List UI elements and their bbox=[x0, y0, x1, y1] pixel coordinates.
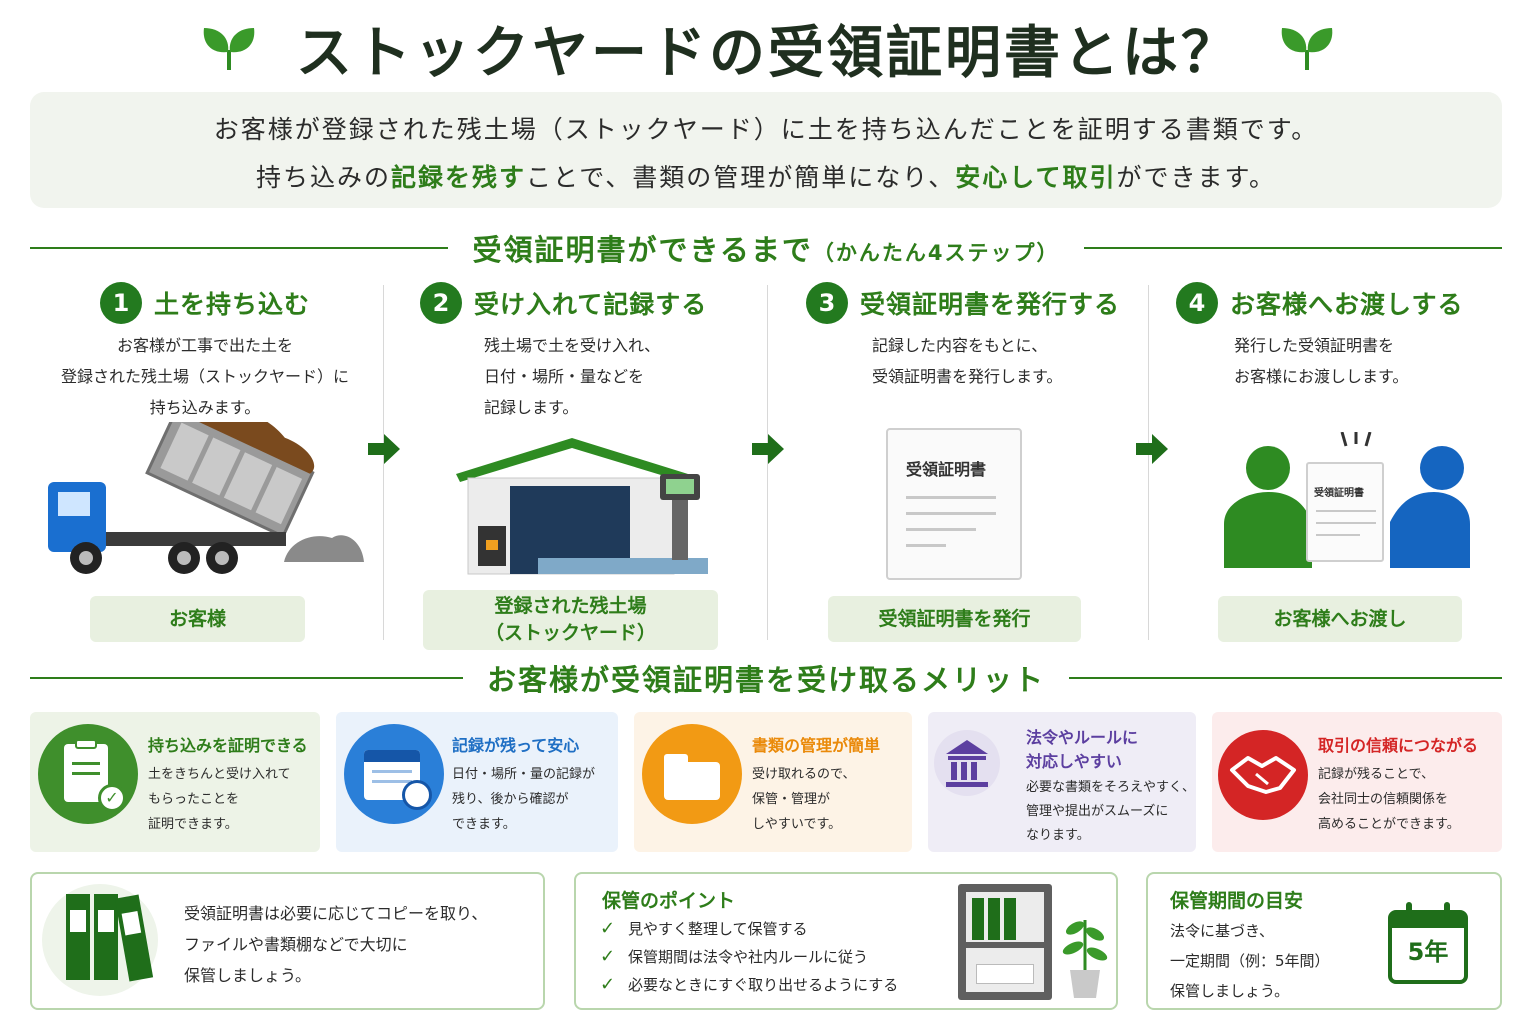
warehouse-icon bbox=[456, 438, 708, 575]
intro-box: お客様が登録された残土場（ストックヤード）に土を持ち込んだことを証明する書類です… bbox=[30, 92, 1502, 208]
clipboard-check-icon: ✓ bbox=[38, 724, 138, 824]
period-title: 保管期間の目安 bbox=[1170, 890, 1304, 912]
step-3: 3 受領証明書を発行する 記録した内容をもとに、 受領証明書を発行します。 受領… bbox=[806, 282, 1136, 652]
step-label: 受領証明書を発行 bbox=[828, 596, 1081, 642]
intro-line-2: 持ち込みの記録を残すことで、書類の管理が簡単になり、安心して取引ができます。 bbox=[255, 163, 1277, 192]
cabinet-icon bbox=[958, 884, 1052, 1000]
steps-heading: 受領証明書ができるまで（かんたん4ステップ） bbox=[30, 228, 1503, 268]
sprout-icon bbox=[1281, 28, 1333, 70]
divider bbox=[1148, 285, 1149, 640]
step-title: 受け入れて記録する bbox=[474, 290, 708, 319]
step-title: 受領証明書を発行する bbox=[860, 290, 1121, 319]
points-title: 保管のポイント bbox=[602, 890, 736, 912]
page-title: ストックヤードの受領証明書とは？ bbox=[296, 20, 1240, 86]
divider bbox=[383, 285, 384, 640]
step-label: お客様へお渡し bbox=[1218, 596, 1462, 642]
arrow-right-icon bbox=[1136, 434, 1168, 464]
step-1: 1 土を持ち込む お客様が工事で出た土を 登録された残土場（ストックヤード）に … bbox=[30, 282, 380, 652]
sprout-icon bbox=[203, 28, 255, 70]
merit-card-compliance: 法令やルールに 対応しやすい 必要な書類をそろえやすく、 管理や提出がスムーズに… bbox=[928, 712, 1196, 852]
calendar-clock-icon bbox=[344, 724, 444, 824]
handshake-icon bbox=[1218, 730, 1308, 820]
folder-icon bbox=[642, 724, 742, 824]
merit-card-management: 書類の管理が簡単 受け取れるので、 保管・管理が しやすいです。 bbox=[634, 712, 912, 852]
calendar-icon: 5年 bbox=[1388, 902, 1468, 984]
arrow-right-icon bbox=[368, 434, 400, 464]
storage-box: 受領証明書は必要に応じてコピーを取り、 ファイルや書類棚などで大切に 保管しまし… bbox=[30, 872, 545, 1010]
step-number: 3 bbox=[806, 282, 848, 324]
point-item: ✓必要なときにすぐ取り出せるようにする bbox=[600, 973, 899, 995]
step-label: お客様 bbox=[90, 596, 305, 642]
step-number: 2 bbox=[420, 282, 462, 324]
merit-card-proof: ✓ 持ち込みを証明できる 土をきちんと受け入れて もらったことを 証明できます。 bbox=[30, 712, 320, 852]
merit-card-record: 記録が残って安心 日付・場所・量の記録が 残り、後から確認が できます。 bbox=[336, 712, 618, 852]
step-title: お客様へお渡しする bbox=[1230, 290, 1464, 319]
certificate-icon: 受領証明書 bbox=[1306, 462, 1384, 562]
arrow-right-icon bbox=[752, 434, 784, 464]
merits-heading: お客様が受領証明書を受け取るメリット bbox=[30, 658, 1503, 698]
point-item: ✓保管期間は法令や社内ルールに従う bbox=[600, 945, 869, 967]
intro-line-1: お客様が登録された残土場（ストックヤード）に土を持ち込んだことを証明する書類です… bbox=[213, 115, 1319, 144]
binders-icon bbox=[42, 884, 158, 996]
step-2: 2 受け入れて記録する 残土場で土を受け入れ、 日付・場所・量などを 記録します… bbox=[420, 282, 760, 652]
storage-period-box: 保管期間の目安 法令に基づき、 一定期間（例：5年間） 保管しましょう。 5年 bbox=[1146, 872, 1502, 1010]
building-icon bbox=[934, 730, 1000, 796]
step-number: 1 bbox=[99, 282, 142, 324]
step-title: 土を持ち込む bbox=[153, 290, 310, 319]
step-4: 4 お客様へお渡しする 発行した受領証明書を お客様にお渡しします。 受領証明書… bbox=[1176, 282, 1506, 652]
merit-card-trust: 取引の信頼につながる 記録が残ることで、 会社同士の信頼関係を 高めることができ… bbox=[1212, 712, 1502, 852]
plant-icon bbox=[1060, 904, 1110, 1000]
title-bar: ストックヤードの受領証明書とは？ bbox=[0, 8, 1536, 88]
point-item: ✓見やすく整理して保管する bbox=[600, 917, 808, 939]
dump-truck-icon bbox=[48, 422, 364, 574]
divider bbox=[767, 285, 768, 640]
handover-icon bbox=[1224, 432, 1470, 568]
certificate-icon: 受領証明書 bbox=[886, 428, 1022, 580]
step-label: 登録された残土場（ストックヤード） bbox=[423, 590, 718, 650]
storage-points-box: 保管のポイント ✓見やすく整理して保管する ✓保管期間は法令や社内ルールに従う … bbox=[574, 872, 1118, 1010]
step-number: 4 bbox=[1176, 282, 1218, 324]
